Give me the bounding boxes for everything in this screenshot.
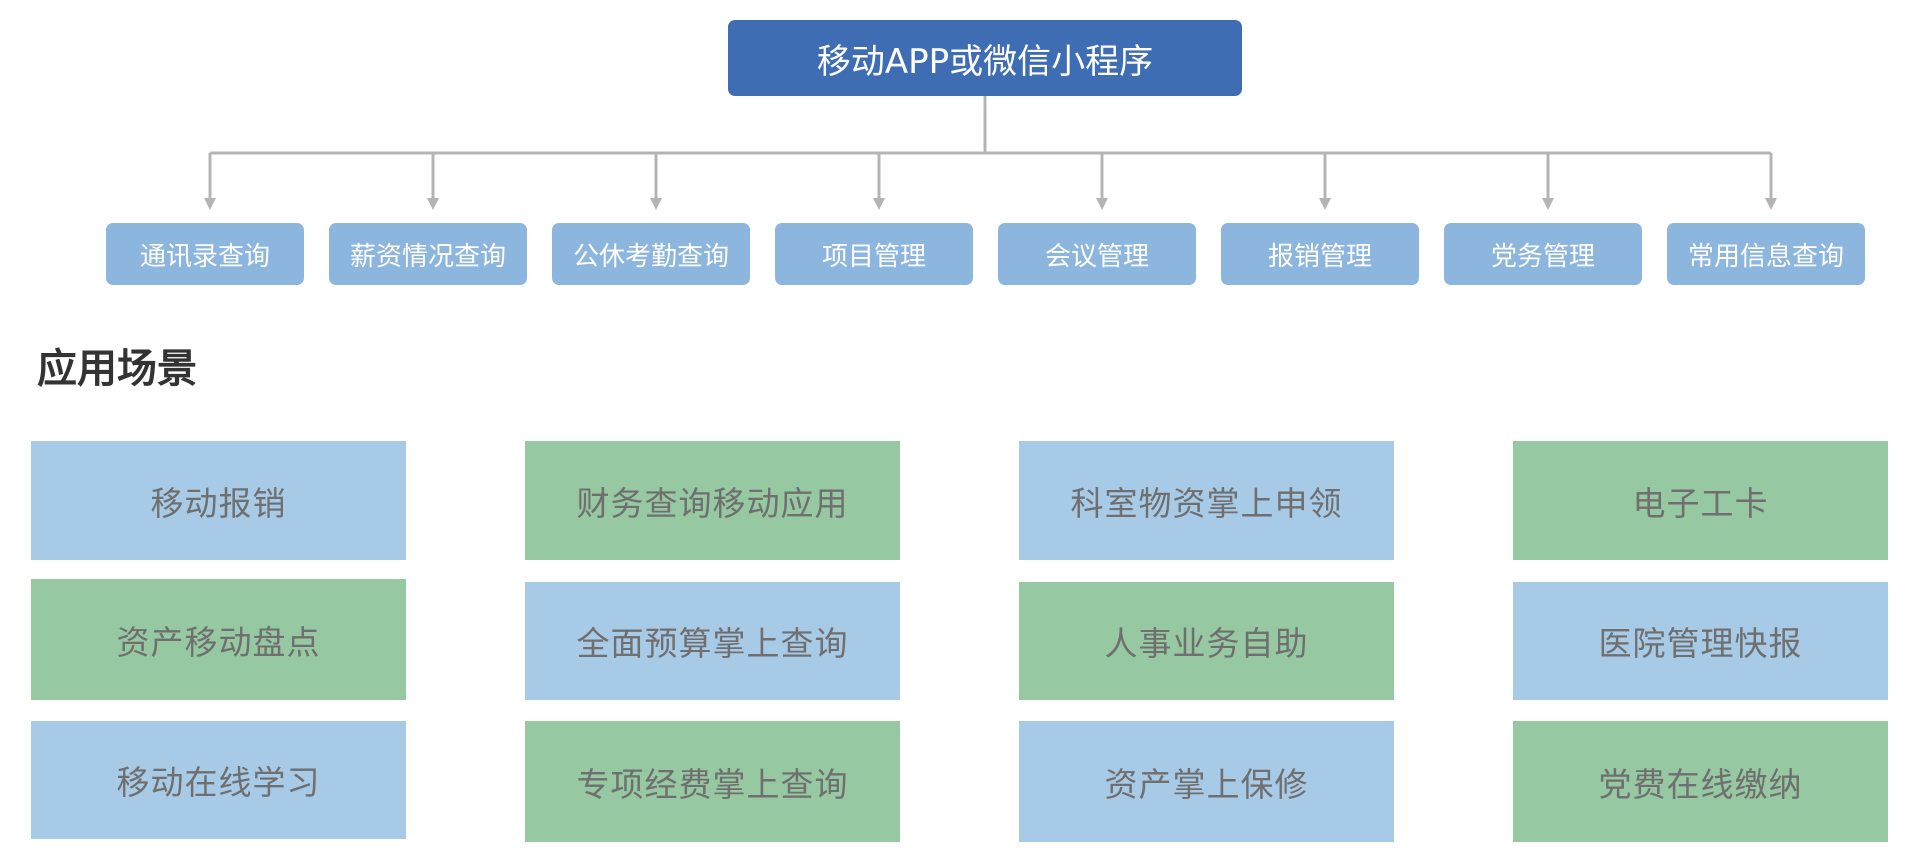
branch-node-common-info: 常用信息查询 [1667,223,1865,285]
arrowhead-icon [1542,198,1554,210]
arrowhead-icon [1319,198,1331,210]
branch-node-label: 项目管理 [821,241,926,272]
scenario-tile-label: 全面预算掌上查询 [576,624,849,663]
scenario-tile: 医院管理快报 [1513,582,1888,700]
scenario-tile: 电子工卡 [1513,441,1888,560]
arrowhead-icon [873,198,885,210]
branch-node-label: 会议管理 [1044,241,1149,272]
scenario-tile: 资产移动盘点 [31,579,406,700]
scenario-tile: 移动报销 [31,441,406,560]
scenario-tile-label: 移动在线学习 [116,763,321,802]
scenario-tile-label: 专项经费掌上查询 [576,764,849,804]
branch-node-label: 党务管理 [1490,241,1595,272]
scenario-tile-label: 财务查询移动应用 [576,483,849,523]
arrowhead-icon [1765,198,1777,210]
branch-node-attendance: 公休考勤查询 [552,223,750,285]
arrowhead-icon [427,198,439,210]
scenario-tile-label: 科室物资掌上申领 [1070,483,1343,523]
scenario-tile-label: 人事业务自助 [1104,624,1309,663]
branch-node-reimbursement: 报销管理 [1221,223,1419,285]
arrowhead-icon [1096,198,1108,210]
scenario-tile: 党费在线缴纳 [1513,721,1888,842]
scenario-tile: 科室物资掌上申领 [1019,441,1394,560]
branch-node-label: 常用信息查询 [1687,241,1844,272]
root-node-label: 移动APP或微信小程序 [816,41,1154,82]
scenario-tile-label: 党费在线缴纳 [1598,764,1803,804]
branch-node-label: 通讯录查询 [139,241,270,272]
scenario-tile: 移动在线学习 [31,721,406,839]
branch-node-salary: 薪资情况查询 [329,223,527,285]
scenario-tile-label: 医院管理快报 [1598,624,1803,663]
scenario-tile-label: 资产移动盘点 [116,622,321,662]
scenario-tile: 专项经费掌上查询 [525,721,900,842]
branch-node-projects: 项目管理 [775,223,973,285]
scenario-tile: 资产掌上保修 [1019,721,1394,842]
branch-node-label: 报销管理 [1267,241,1372,272]
scenario-tile-label: 电子工卡 [1632,483,1769,523]
section-title: 应用场景 [37,346,197,392]
root-node: 移动APP或微信小程序 [728,20,1242,96]
branch-node-contacts: 通讯录查询 [106,223,304,285]
branch-node-label: 公休考勤查询 [572,241,729,272]
scenario-tile: 全面预算掌上查询 [525,582,900,700]
branch-node-label: 薪资情况查询 [349,241,506,272]
branch-node-party-affairs: 党务管理 [1444,223,1642,285]
branch-node-meetings: 会议管理 [998,223,1196,285]
scenario-tile: 人事业务自助 [1019,582,1394,700]
scenario-tile: 财务查询移动应用 [525,441,900,560]
arrowhead-icon [204,198,216,210]
arrowhead-icon [650,198,662,210]
scenario-tile-label: 资产掌上保修 [1104,764,1309,804]
scenario-tile-label: 移动报销 [150,483,287,523]
